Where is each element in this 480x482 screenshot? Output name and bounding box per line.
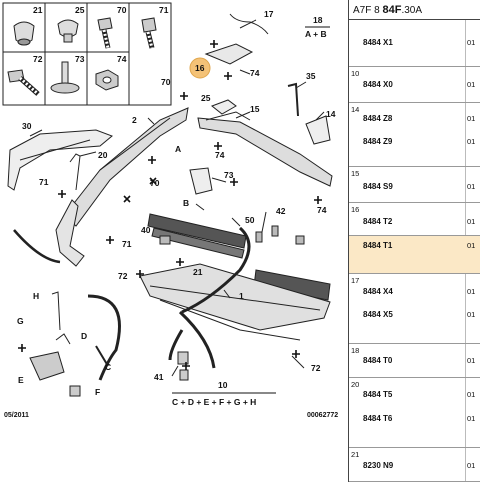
- callout-a-plus-b: A + B: [305, 29, 327, 39]
- callout-70-a: 70: [161, 77, 171, 87]
- part-quantity: 01: [467, 414, 476, 423]
- part-row[interactable]: 8484 X1 01: [349, 20, 480, 67]
- position-number: 18: [351, 346, 360, 355]
- part-reference[interactable]: 8484 X1: [363, 38, 393, 47]
- part-reference[interactable]: 8484 Z8: [363, 114, 393, 123]
- callout-71-b: 71: [122, 239, 132, 249]
- callout-21: 21: [193, 267, 203, 277]
- callout-18: 18: [313, 15, 323, 25]
- inset-label-70: 70: [117, 5, 127, 15]
- callout-42: 42: [276, 206, 286, 216]
- part-quantity: 01: [467, 310, 476, 319]
- callout-labels: 17 18 A + B 16 74 35 14 70 25 15 2 30 74…: [4, 9, 338, 419]
- callout-10: 10: [218, 380, 228, 390]
- part-reference[interactable]: 8484 Z9: [363, 137, 393, 146]
- part-reference[interactable]: 8484 X0: [363, 80, 393, 89]
- callout-d: D: [81, 331, 87, 341]
- callout-b: B: [183, 198, 189, 208]
- part-quantity: 01: [467, 217, 476, 226]
- callout-g: G: [17, 316, 24, 326]
- part-row[interactable]: 8484 T1 01: [349, 236, 480, 274]
- callout-30: 30: [22, 121, 32, 131]
- part-reference[interactable]: 8484 T2: [363, 217, 393, 226]
- assembly-drawing: [7, 13, 333, 397]
- inset-label-21: 21: [33, 5, 43, 15]
- part-quantity: 01: [467, 287, 476, 296]
- callout-1: 1: [239, 291, 244, 301]
- inset-label-74: 74: [117, 54, 127, 64]
- inset-label-71: 71: [159, 5, 169, 15]
- callout-a: A: [175, 144, 181, 154]
- callout-41: 41: [154, 372, 164, 382]
- position-number: 16: [351, 205, 360, 214]
- callout-c: C: [105, 362, 111, 372]
- catalog-code-header: A7F 8 84F.30A: [349, 0, 480, 20]
- position-number: 15: [351, 169, 360, 178]
- part-reference[interactable]: 8484 X5: [363, 310, 393, 319]
- callout-35: 35: [306, 71, 316, 81]
- callout-c-to-h: C + D + E + F + G + H: [172, 397, 256, 407]
- callout-72-a: 72: [118, 271, 128, 281]
- part-quantity: 01: [467, 114, 476, 123]
- position-number: 20: [351, 380, 360, 389]
- part-reference[interactable]: 8484 X4: [363, 287, 393, 296]
- callout-72-b: 72: [311, 363, 321, 373]
- callout-f: F: [95, 387, 100, 397]
- position-number: 10: [351, 69, 360, 78]
- callout-25: 25: [201, 93, 211, 103]
- part-quantity: 01: [467, 461, 476, 470]
- callout-70-b: 70: [150, 178, 160, 188]
- part-reference[interactable]: 8484 T0: [363, 356, 393, 365]
- callout-50: 50: [245, 215, 255, 225]
- callout-h: H: [33, 291, 39, 301]
- callout-74-b: 74: [215, 150, 225, 160]
- position-number: 14: [351, 105, 360, 114]
- footer-drawing-number: 00062772: [307, 412, 338, 419]
- part-quantity: 01: [467, 390, 476, 399]
- callout-16: 16: [195, 63, 205, 73]
- callout-73: 73: [224, 170, 234, 180]
- part-quantity: 01: [467, 137, 476, 146]
- part-reference[interactable]: 8230 N9: [363, 461, 394, 470]
- part-reference[interactable]: 8484 T6: [363, 414, 393, 423]
- position-number: 21: [351, 450, 360, 459]
- fastener-marks: [18, 40, 322, 370]
- part-quantity: 01: [467, 80, 476, 89]
- callout-74-c: 74: [317, 205, 327, 215]
- callout-40: 40: [141, 225, 151, 235]
- part-quantity: 01: [467, 38, 476, 47]
- inset-label-72: 72: [33, 54, 43, 64]
- inset-label-25: 25: [75, 5, 85, 15]
- part-reference[interactable]: 8484 T1: [363, 241, 393, 250]
- callout-17: 17: [264, 9, 274, 19]
- inset-label-73: 73: [75, 54, 85, 64]
- callout-16-highlight[interactable]: [189, 57, 211, 79]
- callout-20: 20: [98, 150, 108, 160]
- position-number: 17: [351, 276, 360, 285]
- callout-2: 2: [132, 115, 137, 125]
- part-quantity: 01: [467, 182, 476, 191]
- callout-14: 14: [326, 109, 336, 119]
- callout-e: E: [18, 375, 24, 385]
- callout-74-a: 74: [250, 68, 260, 78]
- part-reference[interactable]: 8484 T5: [363, 390, 393, 399]
- part-reference[interactable]: 8484 S9: [363, 182, 393, 191]
- callout-71-a: 71: [39, 177, 49, 187]
- footer-date: 05/2011: [4, 412, 29, 419]
- fastener-inset: 21 25 70 71 72 73 74: [2, 2, 172, 106]
- part-quantity: 01: [467, 241, 476, 250]
- part-quantity: 01: [467, 356, 476, 365]
- exploded-parts-diagram: 21 25 70 71 72 73 74: [2, 2, 338, 419]
- callout-15: 15: [250, 104, 260, 114]
